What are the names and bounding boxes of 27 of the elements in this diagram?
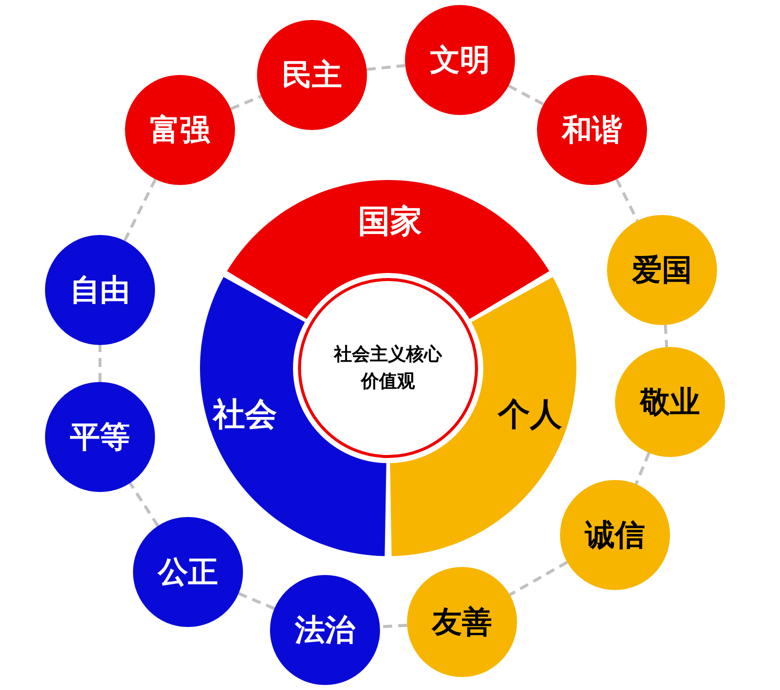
dashed-connector <box>128 482 160 527</box>
circle-label: 敬业 <box>640 384 700 422</box>
circle-label: 诚信 <box>585 516 645 554</box>
segment-label: 国家 <box>358 201 422 242</box>
dashed-connector <box>615 178 639 222</box>
dashed-connector <box>508 84 544 106</box>
circle-label: 爱国 <box>632 252 692 290</box>
dashed-connector <box>366 64 406 71</box>
circle-label: 和谐 <box>562 112 622 150</box>
circle-label: 公正 <box>158 554 218 592</box>
circle-label: 法治 <box>295 612 355 650</box>
dashed-connector <box>123 178 157 242</box>
circle-label: 自由 <box>70 272 130 310</box>
segment-label: 社会 <box>213 394 277 435</box>
segment-label: 个人 <box>498 394 562 435</box>
dashed-connector <box>238 592 275 610</box>
center-title: 社会主义核心价值观 <box>332 343 444 394</box>
circle-label: 平等 <box>70 418 130 456</box>
circle-label: 富强 <box>150 112 210 150</box>
circle-label: 民主 <box>282 56 342 94</box>
circle-label: 友善 <box>432 604 492 642</box>
dashed-connector <box>98 345 102 382</box>
dashed-connector <box>230 94 262 110</box>
circle-label: 文明 <box>430 42 490 80</box>
dashed-connector <box>509 560 568 596</box>
dashed-connector <box>634 452 650 485</box>
dashed-connector <box>664 324 668 348</box>
